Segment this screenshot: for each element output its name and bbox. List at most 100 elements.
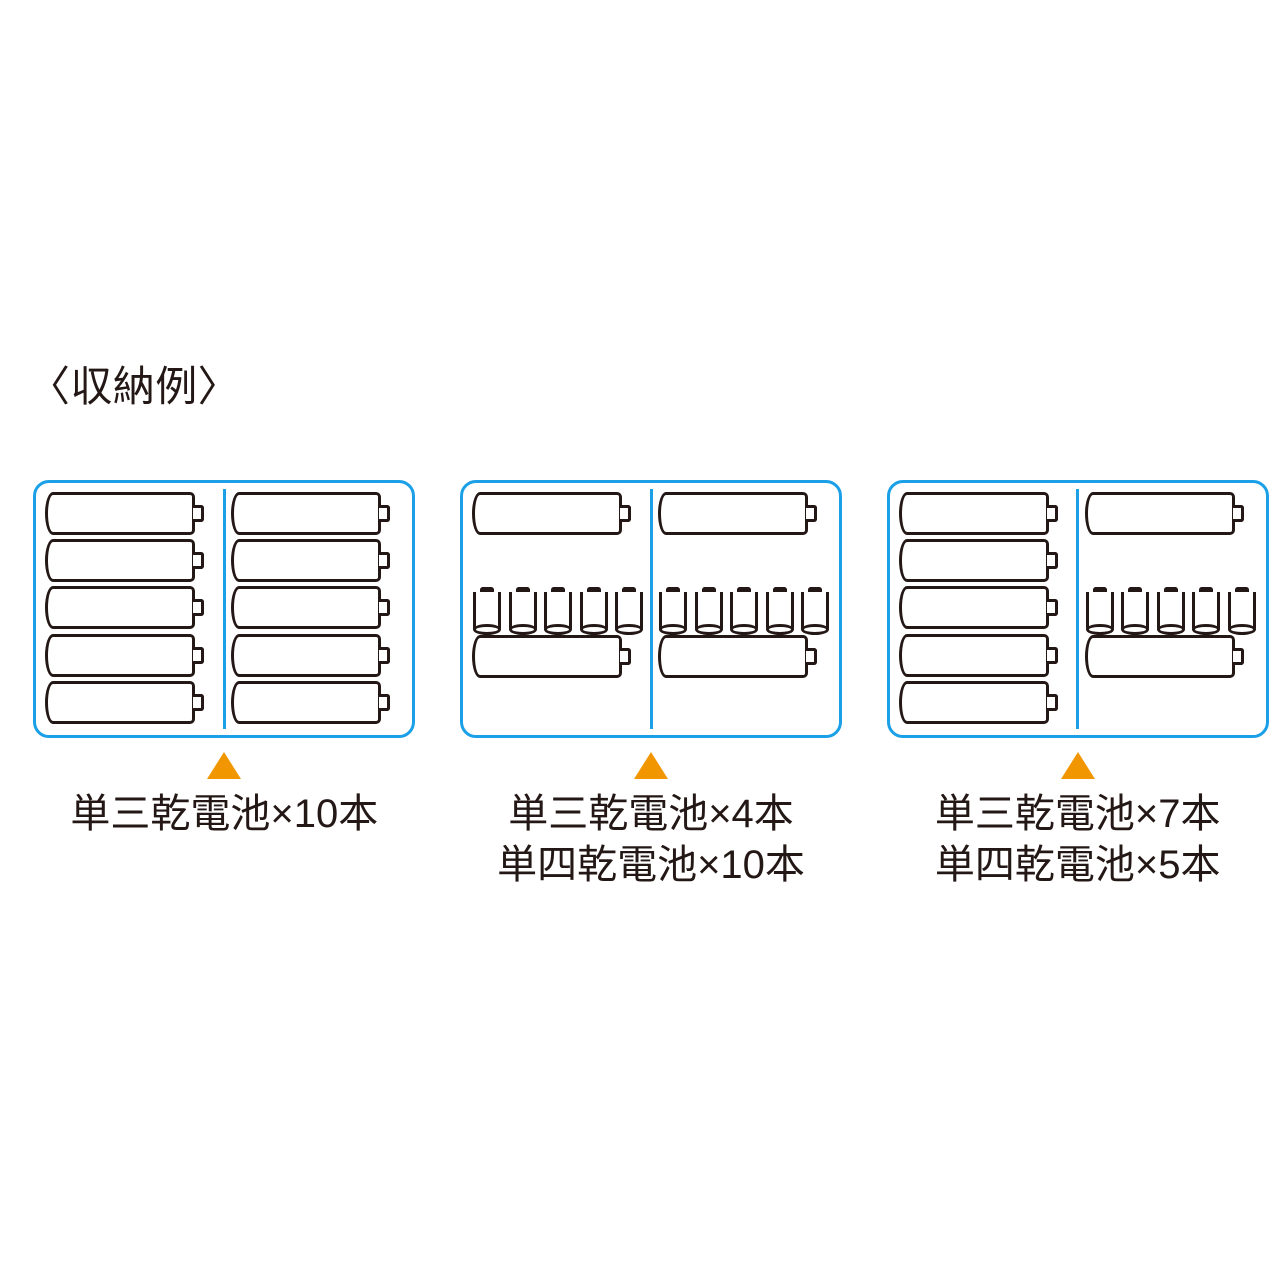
- battery-positive-terminal: [193, 646, 205, 664]
- battery-body: [1092, 635, 1235, 679]
- triangle-up-icon: [634, 752, 668, 779]
- example-caption-2: 単三乾電池×4本 単四乾電池×10本: [497, 789, 805, 891]
- battery-case-3: [886, 480, 1269, 738]
- battery-positive-terminal: [193, 505, 205, 522]
- battery-body: [53, 539, 196, 583]
- aa-battery-horizontal: [45, 539, 205, 583]
- caption-line: 単三乾電池×10本: [70, 792, 379, 836]
- battery-positive-terminal: [1234, 586, 1249, 595]
- aaa-battery-group: [658, 584, 830, 636]
- battery-slot-row: [45, 491, 217, 538]
- battery-body: [53, 586, 196, 630]
- storage-example-2: 単三乾電池×4本 単四乾電池×10本: [449, 480, 854, 891]
- battery-body: [480, 635, 622, 679]
- battery-body: [480, 492, 622, 535]
- page-title: 〈収納例〉: [28, 363, 241, 410]
- aa-battery-horizontal: [898, 680, 1058, 724]
- battery-positive-terminal: [1199, 586, 1214, 595]
- battery-slot-row: [898, 680, 1071, 727]
- battery-body: [53, 633, 196, 677]
- aa-battery-horizontal: [231, 680, 391, 724]
- aa-battery-horizontal: [231, 633, 391, 677]
- battery-slot-row: [472, 491, 644, 584]
- battery-negative-cap: [1085, 624, 1114, 636]
- aaa-battery-group: [1085, 584, 1257, 636]
- battery-positive-terminal: [193, 552, 205, 570]
- aaa-battery-vertical: [1121, 586, 1150, 636]
- battery-body: [53, 680, 196, 724]
- battery-body: [666, 635, 808, 679]
- battery-positive-terminal: [379, 646, 391, 664]
- aaa-battery-vertical: [659, 586, 687, 636]
- battery-positive-terminal: [1046, 646, 1058, 664]
- battery-body: [906, 680, 1049, 724]
- battery-slot-row: [45, 585, 217, 632]
- aa-battery-horizontal: [898, 633, 1058, 677]
- aa-battery-horizontal: [1084, 635, 1244, 679]
- battery-negative-cap: [579, 624, 608, 636]
- battery-slot-row: [1084, 634, 1257, 727]
- aa-battery-horizontal: [472, 635, 631, 679]
- battery-negative-cap: [1227, 624, 1256, 636]
- battery-slot-row: [231, 585, 403, 632]
- aa-battery-horizontal: [658, 635, 817, 679]
- caption-line: 単三乾電池×4本: [508, 792, 794, 836]
- battery-positive-terminal: [622, 586, 636, 595]
- battery-slot-row: [898, 633, 1071, 680]
- battery-positive-terminal: [1232, 505, 1244, 522]
- battery-slot-row: [231, 680, 403, 727]
- aaa-battery-vertical: [694, 586, 723, 636]
- battery-negative-cap: [730, 624, 758, 636]
- battery-positive-terminal: [1046, 599, 1058, 617]
- caption-line: 単四乾電池×5本: [934, 843, 1221, 888]
- battery-positive-terminal: [772, 586, 787, 595]
- battery-negative-cap: [694, 624, 723, 636]
- battery-slot-row: [1084, 491, 1257, 584]
- aa-battery-horizontal: [45, 633, 205, 677]
- battery-positive-terminal: [701, 586, 716, 595]
- battery-slot-row: [231, 491, 403, 538]
- battery-positive-terminal: [1092, 586, 1107, 595]
- battery-positive-terminal: [1046, 693, 1058, 711]
- battery-body: [666, 492, 808, 535]
- battery-slot-row: [898, 585, 1071, 632]
- battery-negative-cap: [615, 624, 643, 636]
- battery-body: [906, 492, 1049, 535]
- battery-body: [239, 680, 382, 724]
- aaa-battery-vertical: [801, 586, 829, 636]
- battery-positive-terminal: [551, 586, 565, 595]
- battery-negative-cap: [1156, 624, 1185, 636]
- battery-negative-cap: [544, 624, 572, 636]
- case-left-slot: [472, 491, 644, 727]
- caption-line: 単三乾電池×7本: [934, 792, 1221, 836]
- battery-positive-terminal: [806, 648, 817, 666]
- battery-positive-terminal: [586, 586, 601, 595]
- aaa-battery-vertical: [1156, 586, 1185, 636]
- triangle-up-icon: [207, 752, 242, 779]
- battery-positive-terminal: [379, 693, 391, 711]
- aaa-battery-vertical: [1227, 586, 1256, 636]
- aaa-battery-vertical: [1085, 586, 1114, 636]
- battery-slot-row: [472, 634, 644, 727]
- aa-battery-horizontal: [472, 492, 631, 535]
- battery-slot-row: [45, 680, 217, 727]
- battery-positive-terminal: [737, 586, 751, 595]
- aaa-battery-group: [472, 584, 644, 636]
- aa-battery-horizontal: [45, 492, 205, 535]
- battery-negative-cap: [801, 624, 829, 636]
- battery-negative-cap: [1192, 624, 1221, 636]
- aa-battery-horizontal: [898, 586, 1058, 630]
- storage-example-1: 単三乾電池×10本: [22, 480, 427, 891]
- battery-positive-terminal: [666, 586, 680, 595]
- battery-positive-terminal: [808, 586, 822, 595]
- battery-body: [906, 586, 1049, 630]
- aa-battery-horizontal: [658, 492, 817, 535]
- battery-positive-terminal: [1163, 586, 1178, 595]
- battery-positive-terminal: [193, 599, 205, 617]
- aa-battery-horizontal: [45, 680, 205, 724]
- aa-battery-horizontal: [231, 586, 391, 630]
- battery-slot-row: [898, 491, 1071, 538]
- battery-positive-terminal: [515, 586, 530, 595]
- battery-positive-terminal: [1128, 586, 1143, 595]
- battery-positive-terminal: [379, 552, 391, 570]
